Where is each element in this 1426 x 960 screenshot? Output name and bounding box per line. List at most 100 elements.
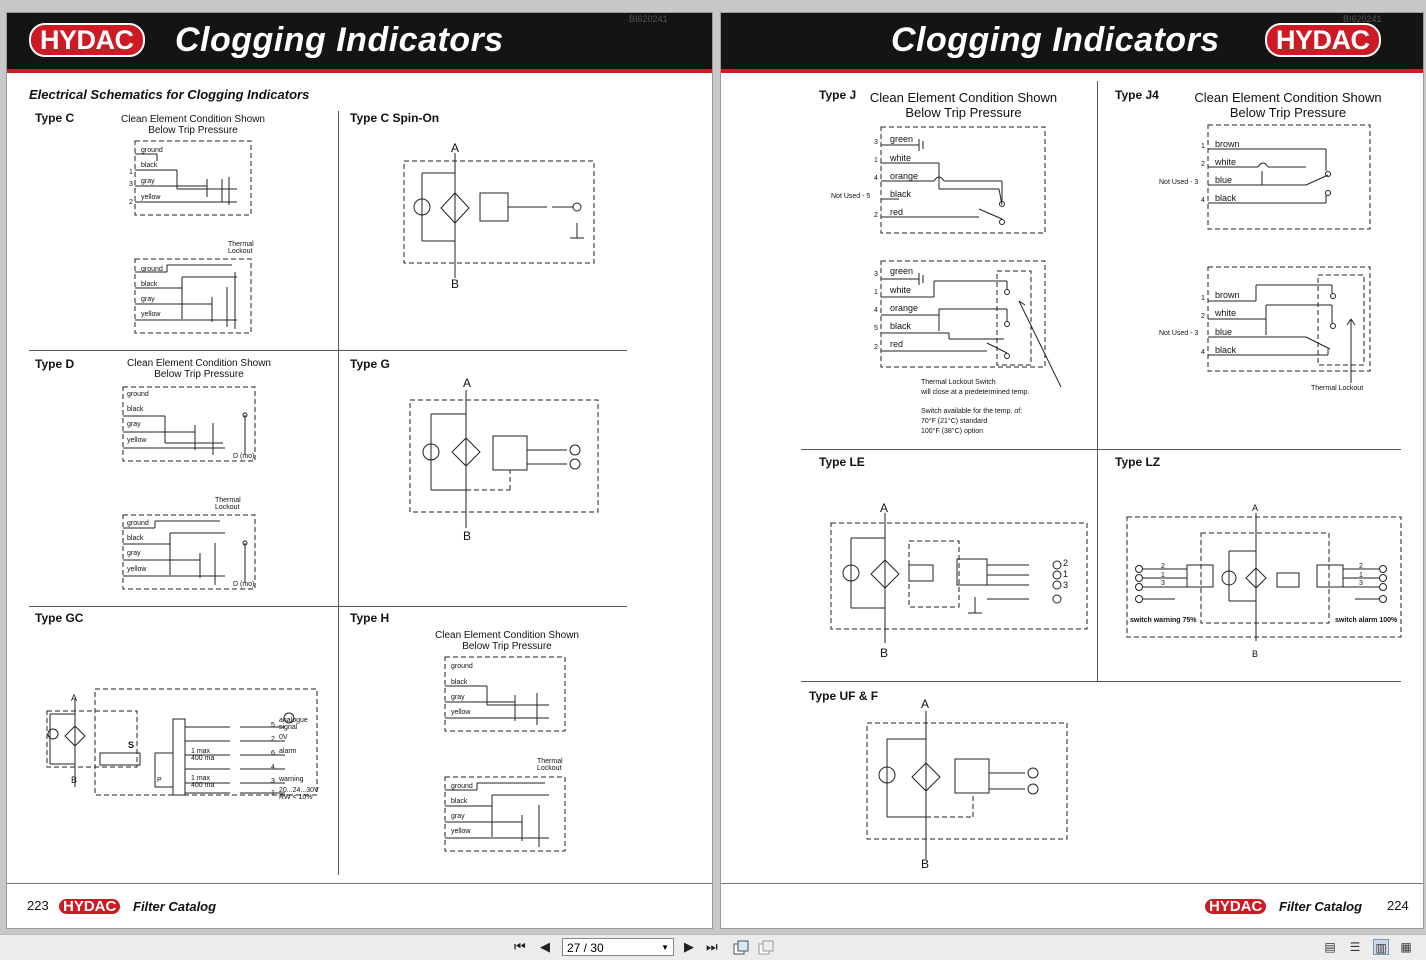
pin-number: 1 (1359, 572, 1363, 579)
footer-rule (721, 883, 1423, 884)
wire-label: brown (1215, 290, 1240, 300)
rotate-icon[interactable] (733, 940, 749, 956)
two-page-continuous-view-icon[interactable]: ▦ (1400, 940, 1412, 954)
wire-label: red (890, 207, 904, 217)
doc-code: BI620241 (1343, 14, 1382, 24)
catalog-label: Filter Catalog (1279, 899, 1363, 914)
pin-number: 5 (874, 325, 878, 332)
doc-code: BI620241 (629, 14, 668, 24)
page-banner: Clogging Indicators HYDAC BI620241 (721, 13, 1423, 73)
signal-label: analogue signal (279, 717, 308, 731)
page-number-input[interactable]: 27 / 30 ▼ (562, 938, 674, 956)
thermal-label: Thermal Lockout (537, 758, 563, 772)
switch-alarm-label: switch alarm 100% (1335, 617, 1398, 624)
not-used-label: Not Used - 3 (1159, 330, 1199, 337)
type-j-title: Type J (819, 88, 857, 102)
previous-page-button[interactable]: ◀ (540, 939, 550, 954)
wire-label: green (890, 266, 914, 276)
type-j-diagram (880, 126, 1046, 234)
two-page-view-icon[interactable]: ▥ (1373, 939, 1389, 955)
s-label: S (128, 740, 135, 750)
pin-number: 3 (874, 139, 878, 146)
export-icon[interactable] (758, 940, 774, 956)
type-h-title: Type H (350, 611, 390, 625)
single-page-view-icon[interactable]: ▤ (1324, 940, 1336, 954)
wire-label: orange (890, 303, 919, 313)
note-line: Switch available for the temp. of: (921, 408, 1023, 415)
pin-number: 3 (129, 181, 133, 188)
thermal-label: Thermal Lockout (1311, 385, 1364, 392)
wire-label: black (890, 189, 912, 199)
pin-number: 6 (271, 750, 275, 757)
page-number: 223 (27, 898, 49, 913)
type-le-schematic (830, 513, 1088, 643)
port-b-label: B (451, 277, 460, 291)
pin-number: 2 (1201, 161, 1205, 168)
pin-number: 1 (874, 289, 878, 296)
note-line: 100°F (38°C) option (921, 428, 984, 435)
not-used-label: Not Used - 5 (831, 193, 871, 200)
wire-label: gray (127, 421, 141, 428)
chevron-down-icon[interactable]: ▼ (661, 943, 669, 952)
wire-label: gray (127, 550, 141, 557)
wire-label: yellow (451, 709, 471, 716)
type-c-title: Type C (35, 111, 75, 125)
wire-label: gray (141, 296, 155, 303)
port-a-label: A (71, 693, 78, 703)
wire-label: brown (1215, 139, 1240, 149)
type-le-title: Type LE (819, 455, 865, 469)
type-j-thermal-diagram (880, 260, 1046, 368)
max-current-label: 1 max 400 ma (191, 775, 215, 789)
wire-label: white (890, 153, 912, 163)
pin-number: 1 (1201, 295, 1205, 302)
continuous-view-icon[interactable]: ☰ (1349, 940, 1361, 954)
wire-label: yellow (451, 828, 471, 835)
callout-arrow (1018, 300, 1062, 388)
catalog-label: Filter Catalog (133, 899, 217, 914)
pin-number: 1 (129, 169, 133, 176)
type-gc-title: Type GC (35, 611, 84, 625)
pin-number: 4 (1201, 349, 1205, 356)
type-h-subtitle: Clean Element Condition Shown Below Trip… (435, 630, 579, 652)
port-b-label: B (71, 775, 78, 785)
wire-label: black (1215, 345, 1237, 355)
banner-title: Clogging Indicators (891, 21, 1220, 59)
type-j4-thermal-diagram (1207, 266, 1371, 372)
callout-arrow (1346, 318, 1356, 383)
page-number: 224 (1387, 898, 1409, 913)
port-b-label: B (880, 646, 889, 660)
d-mo-label: D (mo) (233, 581, 255, 588)
wire-label: black (141, 162, 158, 169)
divider (29, 350, 627, 351)
port-b-label: B (921, 857, 930, 871)
hydac-logo-small: HYDAC (1205, 899, 1267, 914)
pin-number: 2 (1359, 563, 1363, 570)
pin-number: 3 (1161, 580, 1165, 587)
type-j4-title: Type J4 (1115, 88, 1159, 102)
pin-number: 3 (1359, 580, 1363, 587)
type-d-diagram (122, 386, 256, 462)
wire-label: black (890, 321, 912, 331)
p-label: P (157, 777, 162, 784)
wire-label: black (1215, 193, 1237, 203)
wire-label: ground (127, 520, 149, 527)
wire-label: ground (141, 266, 163, 273)
divider (801, 681, 1401, 682)
section-heading: Electrical Schematics for Clogging Indic… (29, 87, 310, 102)
pin-number: 5 (271, 722, 275, 729)
wire-label: gray (451, 694, 465, 701)
last-page-button[interactable]: ⏭ (706, 939, 718, 954)
port-a-label: A (880, 501, 889, 515)
pin-number: 1 (271, 790, 275, 797)
wire-label: black (141, 281, 158, 288)
wire-label: white (890, 285, 912, 295)
first-page-button[interactable]: ⏮ (514, 939, 526, 954)
wiring-diagram (134, 140, 252, 216)
wire-label: black (451, 798, 468, 805)
wire-label: ground (451, 663, 473, 670)
page-number-value: 27 / 30 (567, 941, 604, 955)
next-page-button[interactable]: ▶ (684, 939, 694, 954)
wire-label: black (127, 406, 144, 413)
type-d-thermal-diagram (122, 514, 256, 590)
hydac-logo-small: HYDAC (59, 899, 121, 914)
